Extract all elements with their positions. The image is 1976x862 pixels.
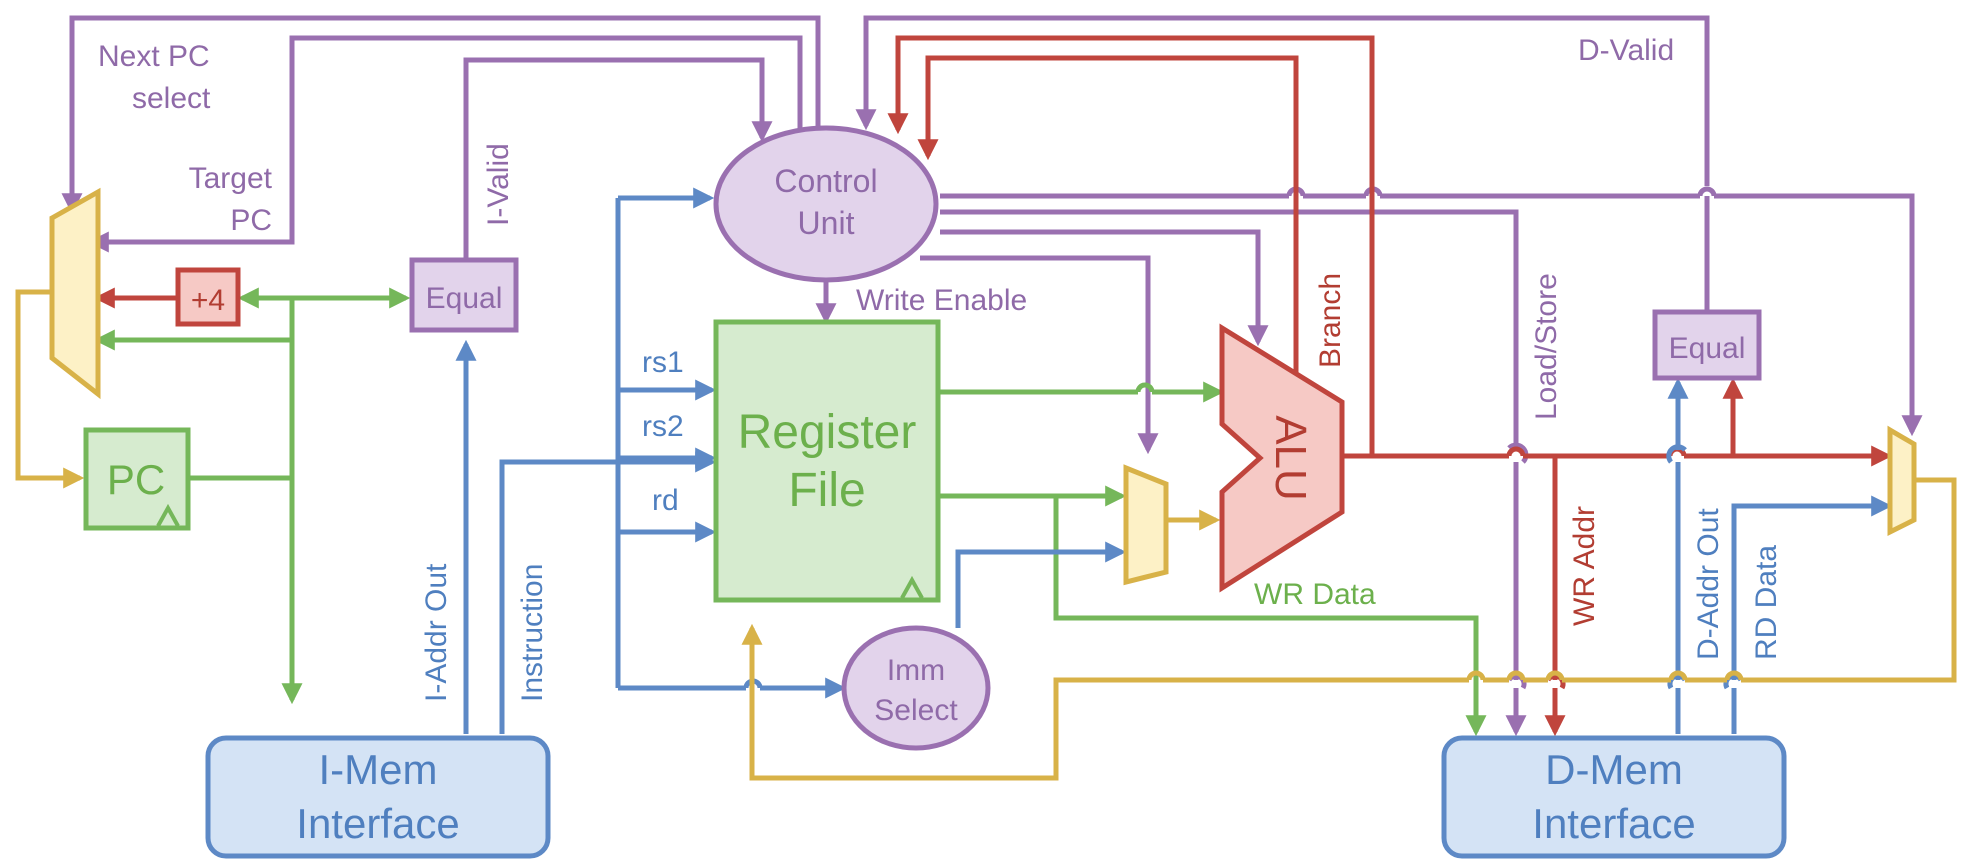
wires (15, 15, 1957, 781)
label-next-pc-select-1: Next PC (98, 40, 210, 73)
imem-line1: I-Mem (319, 746, 438, 793)
wire-load-store-hop1 (1507, 442, 1529, 464)
wire-branch (917, 55, 1299, 380)
label-wr-addr: WR Addr (1568, 506, 1601, 626)
equal-left-block (409, 257, 519, 333)
wire-d-valid (866, 15, 1710, 310)
plus4-block (175, 267, 241, 327)
label-branch: Branch (1314, 273, 1347, 368)
imm-select-line2: Select (874, 694, 958, 727)
label-wr-data: WR Data (1254, 578, 1376, 611)
wire-load-store (940, 209, 1516, 732)
label-instruction: Instruction (516, 564, 549, 702)
label-write-enable: Write Enable (856, 284, 1027, 317)
pc-clock-icon (156, 503, 180, 527)
pc-label: PC (107, 456, 165, 503)
dmem-line1: D-Mem (1545, 746, 1683, 793)
dmem-line2: Interface (1532, 800, 1695, 847)
register-file-line2: File (788, 464, 865, 517)
wire-wb-hop-c (1545, 670, 1565, 681)
label-rd-data: RD Data (1750, 545, 1783, 660)
imm-select (841, 625, 991, 751)
label-target-pc-1: Target (189, 162, 273, 195)
alu-input-mux (1123, 464, 1169, 586)
wire-d-valid-hop (1697, 186, 1717, 197)
wire-alu-op (940, 229, 1269, 347)
next-pc-mux (49, 187, 101, 400)
label-d-valid: D-Valid (1578, 34, 1674, 67)
wire-wb-mux-select (940, 193, 1912, 432)
imm-select-line1: Imm (887, 654, 945, 687)
plus4-label: +4 (191, 284, 225, 317)
imem-line2: Interface (296, 800, 459, 847)
equal-right-block (1652, 309, 1762, 381)
equal-right-label: Equal (1669, 332, 1746, 365)
wire-alu-result-control (887, 35, 1375, 456)
wire-i-valid (463, 57, 773, 260)
wire-target-pc (87, 35, 803, 253)
wire-d-addr-hop2 (1666, 444, 1687, 464)
control-unit (713, 125, 939, 283)
label-d-addr-out: D-Addr Out (1692, 508, 1725, 660)
wire-next-pc-select (61, 15, 821, 215)
label-load-store: Load/Store (1530, 273, 1563, 420)
writeback-mux (1887, 425, 1917, 537)
wire-imm-out (955, 541, 1127, 628)
wire-mux-to-pc (15, 289, 85, 489)
label-rd: rd (652, 484, 679, 517)
wire-rd-data (1731, 506, 1888, 734)
wire-wb-hop-b (1668, 670, 1688, 681)
dmem-interface (1441, 735, 1787, 859)
wire-writeback (752, 477, 1957, 781)
alu-label: ALU (1266, 415, 1315, 501)
wire-instruction (499, 451, 717, 734)
register-file (713, 319, 941, 603)
control-unit-line1: Control (774, 163, 877, 199)
label-next-pc-select-2: select (132, 82, 211, 115)
label-target-pc-2: PC (230, 204, 272, 237)
control-unit-line2: Unit (798, 205, 855, 241)
label-i-addr-out: I-Addr Out (420, 563, 453, 702)
register-file-line1: Register (738, 406, 917, 459)
label-rs2: rs2 (642, 410, 684, 443)
wire-wb-hop-a (1724, 670, 1744, 681)
alu-block (1219, 323, 1345, 593)
wire-wb-hop-e (1466, 670, 1486, 681)
equal-left-label: Equal (426, 282, 503, 315)
wire-wb-hop-d (1506, 670, 1526, 681)
register-file-clock-icon (900, 575, 924, 599)
label-rs1: rs1 (642, 346, 684, 379)
wire-alu-result-hop1 (1506, 446, 1526, 457)
label-i-valid: I-Valid (482, 143, 515, 226)
wire-rs1-hop (1135, 382, 1155, 393)
imem-interface (205, 735, 551, 859)
